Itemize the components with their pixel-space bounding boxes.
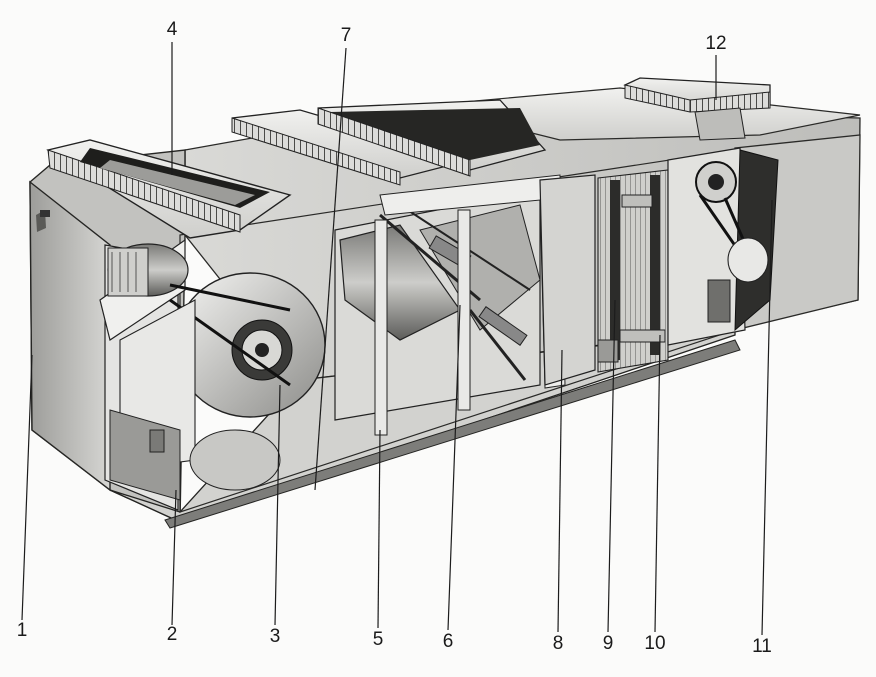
callout-8: 8: [552, 633, 564, 654]
coil-section: [539, 169, 669, 386]
callout-7: 7: [340, 25, 352, 46]
callout-6: 6: [442, 631, 454, 652]
supply-fan-section: [99, 238, 326, 511]
callout-3: 3: [269, 626, 281, 647]
callout-12: 12: [705, 33, 727, 54]
mixing-box-damper-plenum: [231, 99, 547, 186]
callout-9: 9: [602, 633, 614, 654]
callout-1: 1: [16, 620, 28, 641]
callout-5: 5: [372, 629, 384, 650]
leader-lines: [21, 42, 773, 636]
callout-11: 11: [752, 636, 772, 657]
callout-4: 4: [166, 19, 178, 40]
supply-outlet-plenum: [46, 139, 292, 239]
callout-10: 10: [644, 633, 666, 654]
callout-2: 2: [166, 624, 178, 645]
return-air-plenum: [623, 77, 771, 141]
return-fan-section: [667, 147, 779, 346]
